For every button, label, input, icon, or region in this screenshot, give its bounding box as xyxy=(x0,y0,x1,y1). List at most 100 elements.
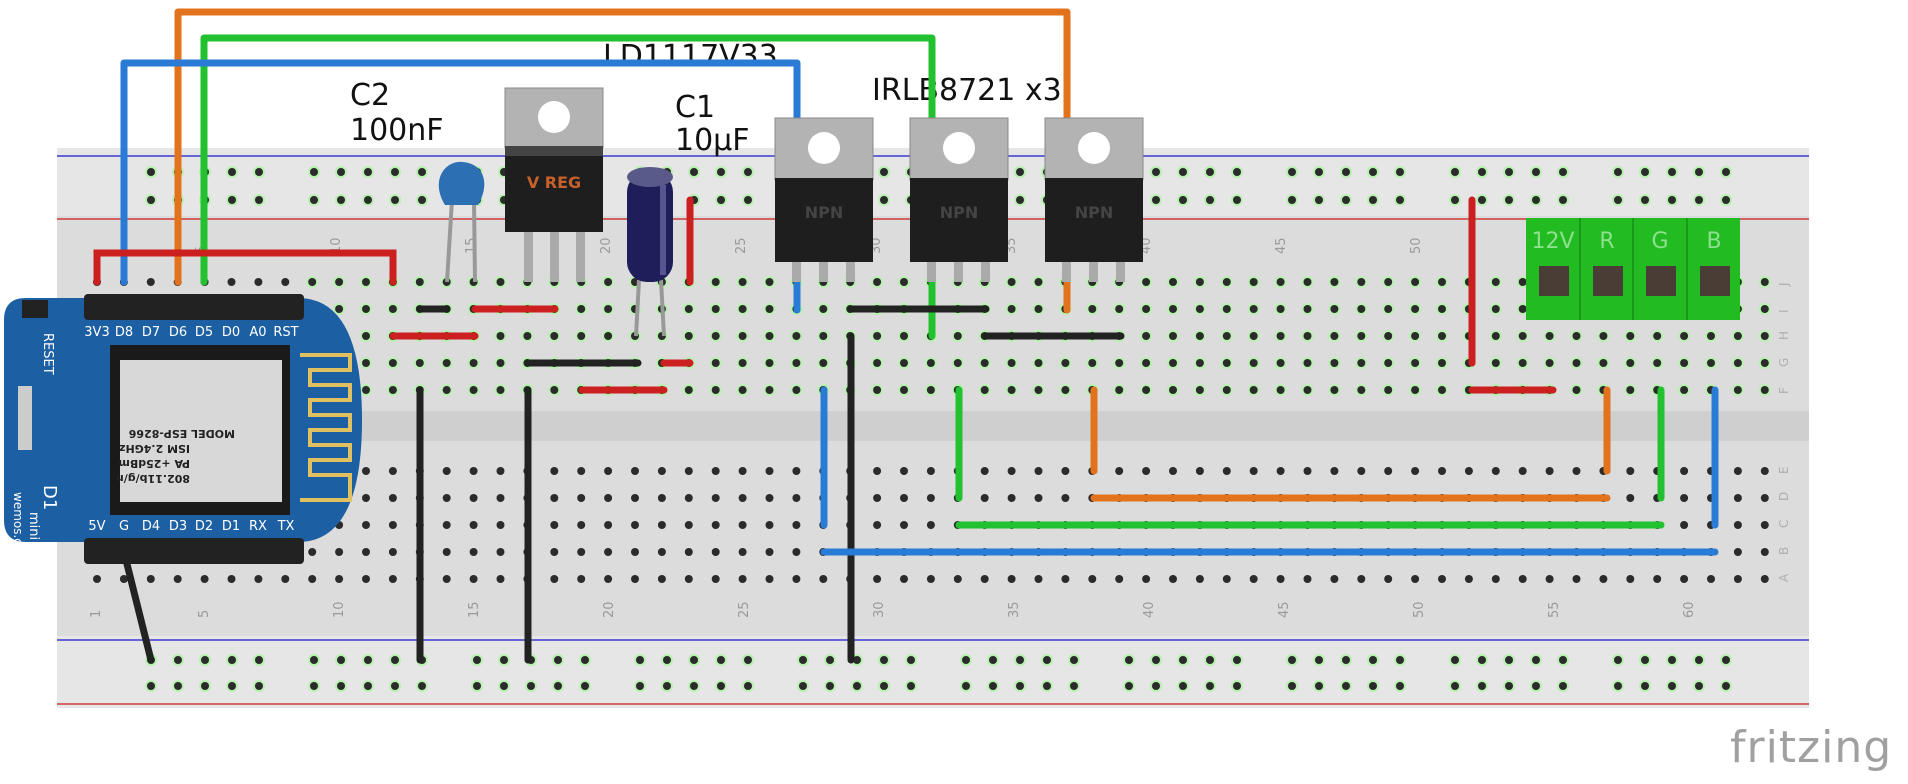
breadboard-hole xyxy=(1061,494,1070,502)
breadboard-hole xyxy=(1532,168,1540,176)
breadboard-hole xyxy=(1491,359,1500,367)
breadboard-hole xyxy=(308,575,317,583)
breadboard-hole xyxy=(1034,467,1043,475)
breadboard-hole xyxy=(1357,332,1366,340)
breadboard-hole xyxy=(1330,386,1339,394)
breadboard-hole xyxy=(1491,575,1500,583)
breadboard-hole xyxy=(1288,682,1296,690)
breadboard-hole xyxy=(1572,467,1581,475)
col-num: 15 xyxy=(464,237,479,254)
breadboard-hole xyxy=(636,656,644,664)
row-letters: J I H G F E D C B A xyxy=(1777,282,1791,582)
breadboard-hole xyxy=(1572,332,1581,340)
breadboard-hole xyxy=(469,494,478,502)
breadboard-hole xyxy=(1061,359,1070,367)
breadboard-hole xyxy=(1195,278,1204,286)
breadboard-hole xyxy=(1330,467,1339,475)
breadboard-hole xyxy=(1249,575,1258,583)
breadboard-hole xyxy=(744,168,752,176)
breadboard-hole xyxy=(473,682,481,690)
breadboard-hole xyxy=(684,494,693,502)
col-num: 60 xyxy=(1682,601,1697,618)
breadboard-hole xyxy=(1088,575,1097,583)
breadboard-hole xyxy=(550,332,559,340)
row-letter: B xyxy=(1777,547,1791,555)
breadboard-hole xyxy=(900,359,908,367)
breadboard-hole xyxy=(1384,359,1393,367)
breadboard-hole xyxy=(690,682,698,690)
mosfet-label: IRLB8721 x3 xyxy=(872,73,1062,108)
breadboard-hole xyxy=(738,332,747,340)
breadboard-hole xyxy=(1034,278,1043,286)
breadboard-hole xyxy=(581,682,589,690)
breadboard-hole xyxy=(1330,332,1339,340)
breadboard-hole xyxy=(1760,332,1769,340)
screw-terminal: 12V R G B xyxy=(1526,218,1740,320)
breadboard-hole xyxy=(1369,196,1377,204)
breadboard-hole xyxy=(310,682,318,690)
breadboard-hole xyxy=(690,168,698,176)
breadboard-hole xyxy=(819,305,828,313)
breadboard-hole xyxy=(1722,168,1730,176)
brand-url: wemos.cc xyxy=(11,492,25,552)
breadboard-hole xyxy=(880,168,888,176)
breadboard-hole xyxy=(469,521,478,529)
breadboard-hole xyxy=(254,278,263,286)
breadboard-hole xyxy=(1007,494,1016,502)
row-letter: A xyxy=(1777,573,1791,582)
breadboard-hole xyxy=(1599,575,1608,583)
breadboard-hole xyxy=(550,467,559,475)
breadboard-hole xyxy=(308,278,317,286)
breadboard-hole xyxy=(147,682,155,690)
breadboard-hole xyxy=(765,521,774,529)
breadboard-hole xyxy=(362,332,370,340)
terminal-label-g: G xyxy=(1651,229,1668,254)
breadboard-hole xyxy=(684,305,693,313)
breadboard-hole xyxy=(900,386,908,394)
regulator-label: LD1117V33 xyxy=(603,39,778,74)
breadboard-hole xyxy=(826,656,834,664)
breadboard-hole xyxy=(362,494,370,502)
breadboard-hole xyxy=(765,332,774,340)
breadboard-hole xyxy=(1680,494,1689,502)
breadboard-hole xyxy=(792,575,801,583)
breadboard-hole xyxy=(1115,386,1124,394)
breadboard-hole xyxy=(1451,682,1459,690)
breadboard-hole xyxy=(1396,656,1404,664)
breadboard-hole xyxy=(1641,168,1649,176)
breadboard-hole xyxy=(362,386,370,394)
breadboard-hole xyxy=(1384,305,1393,313)
breadboard-hole xyxy=(1369,168,1377,176)
breadboard-hole xyxy=(604,521,613,529)
breadboard-hole xyxy=(873,359,882,367)
terminal-label-12v: 12V xyxy=(1531,229,1574,254)
breadboard-hole xyxy=(335,548,344,556)
breadboard-hole xyxy=(1614,196,1622,204)
breadboard-hole xyxy=(1249,359,1258,367)
breadboard-hole xyxy=(496,575,505,583)
breadboard-hole xyxy=(388,386,397,394)
breadboard-hole xyxy=(173,575,182,583)
breadboard-hole xyxy=(1152,682,1160,690)
breadboard-hole xyxy=(711,467,720,475)
breadboard-hole xyxy=(310,196,318,204)
breadboard-hole xyxy=(980,575,989,583)
wemos-d1-mini: 802.11b/g/n PA +25dBm ISM 2.4GHz MODEL E… xyxy=(4,294,362,564)
breadboard-hole xyxy=(1760,575,1769,583)
breadboard-hole xyxy=(1626,494,1635,502)
breadboard-hole xyxy=(174,682,182,690)
breadboard-hole xyxy=(631,548,639,556)
breadboard-hole xyxy=(799,656,807,664)
breadboard-hole xyxy=(1641,196,1649,204)
breadboard-hole xyxy=(1733,386,1742,394)
breadboard-hole xyxy=(255,682,263,690)
breadboard-hole xyxy=(738,359,747,367)
breadboard-hole xyxy=(1505,168,1513,176)
breadboard-hole xyxy=(500,656,508,664)
breadboard-hole xyxy=(337,168,345,176)
breadboard-hole xyxy=(364,196,372,204)
d1-name2: mini xyxy=(26,512,41,540)
breadboard-hole xyxy=(469,359,478,367)
breadboard-hole xyxy=(953,359,962,367)
